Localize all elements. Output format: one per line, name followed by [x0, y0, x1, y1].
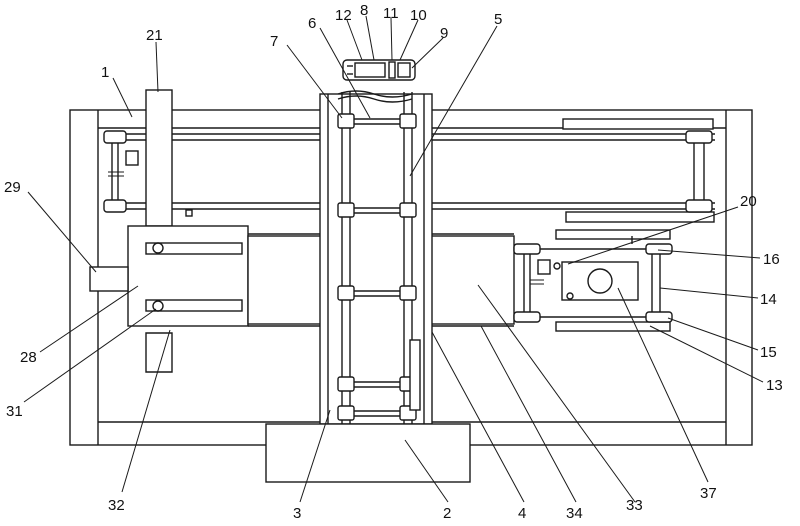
- label-3: 3: [293, 505, 301, 522]
- label-5: 5: [494, 11, 502, 28]
- label-31: 31: [6, 403, 23, 420]
- ladder-frame: [319, 90, 433, 425]
- label-20: 20: [740, 193, 757, 210]
- label-10: 10: [410, 7, 427, 24]
- leader-lines: [23, 15, 764, 503]
- label-7: 7: [270, 33, 278, 50]
- conveyor-plates: [247, 233, 515, 327]
- label-9: 9: [440, 25, 448, 42]
- label-37: 37: [700, 485, 717, 502]
- part-labels: 1 21 29 28 31 32 3 2 4 34 33 37 13 15 14…: [4, 2, 783, 522]
- label-14: 14: [760, 291, 777, 308]
- label-12: 12: [335, 7, 352, 24]
- right-pulleys-upper: [685, 130, 713, 213]
- label-34: 34: [566, 505, 583, 522]
- label-4: 4: [518, 505, 526, 522]
- label-28: 28: [20, 349, 37, 366]
- label-11: 11: [383, 5, 399, 22]
- label-32: 32: [108, 497, 125, 514]
- label-8: 8: [360, 2, 368, 19]
- label-2: 2: [443, 505, 451, 522]
- label-6: 6: [308, 15, 316, 32]
- base-block: [265, 423, 471, 483]
- left-pulleys: [103, 130, 139, 213]
- label-1: 1: [101, 64, 109, 81]
- label-15: 15: [760, 344, 777, 361]
- top-motor-assembly: [342, 59, 416, 81]
- label-33: 33: [626, 497, 643, 514]
- right-carriage: [513, 229, 673, 332]
- label-21: 21: [146, 27, 163, 44]
- left-carriage: [89, 225, 249, 373]
- label-16: 16: [763, 251, 780, 268]
- label-13: 13: [766, 377, 783, 394]
- label-29: 29: [4, 179, 21, 196]
